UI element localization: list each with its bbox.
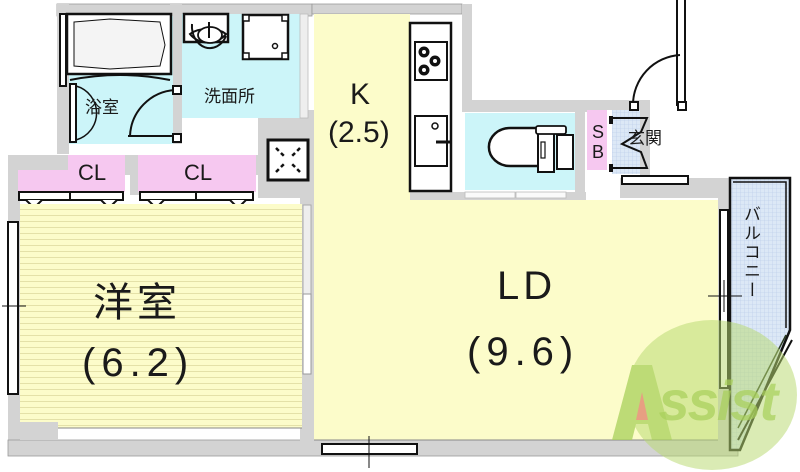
washing-machine-pan xyxy=(241,13,290,61)
watermark xyxy=(612,320,797,470)
ld-room-size: (9.6) xyxy=(467,330,580,374)
bathtub xyxy=(59,12,173,143)
wash-basin xyxy=(182,12,230,50)
western-window xyxy=(7,221,19,395)
watermark-text: Assist xyxy=(658,369,778,432)
shoe-box xyxy=(587,110,607,170)
ld-room-name: LD xyxy=(497,264,557,308)
shoe-box-label: S B xyxy=(590,122,606,162)
closet-right-label: CL xyxy=(184,160,213,185)
toilet xyxy=(487,125,574,173)
shoe-box-line1: S xyxy=(591,122,604,142)
closet-left-label: CL xyxy=(78,160,107,185)
balcony-label: バルコニー xyxy=(741,205,760,300)
bathroom-label: 浴室 xyxy=(85,98,119,117)
bathroom-door xyxy=(128,85,182,143)
shoe-box-line2: B xyxy=(591,142,604,162)
western-room-name: 洋室 xyxy=(93,281,181,325)
western-room-size: (6.2) xyxy=(82,341,195,385)
kitchen-name: K xyxy=(350,78,371,111)
kitchen-size: (2.5) xyxy=(328,116,390,149)
entrance-door xyxy=(629,0,687,111)
entrance-label: 玄関 xyxy=(628,129,662,148)
vent-box xyxy=(266,138,310,182)
washroom-label: 洗面所 xyxy=(204,87,255,106)
kitchen-floor xyxy=(314,14,410,204)
entrance-inner-door xyxy=(609,116,649,172)
kitchen-counter xyxy=(408,21,453,193)
closet-right-area xyxy=(138,155,256,192)
western-room-floor xyxy=(20,204,302,422)
closet-left-area xyxy=(18,170,125,192)
